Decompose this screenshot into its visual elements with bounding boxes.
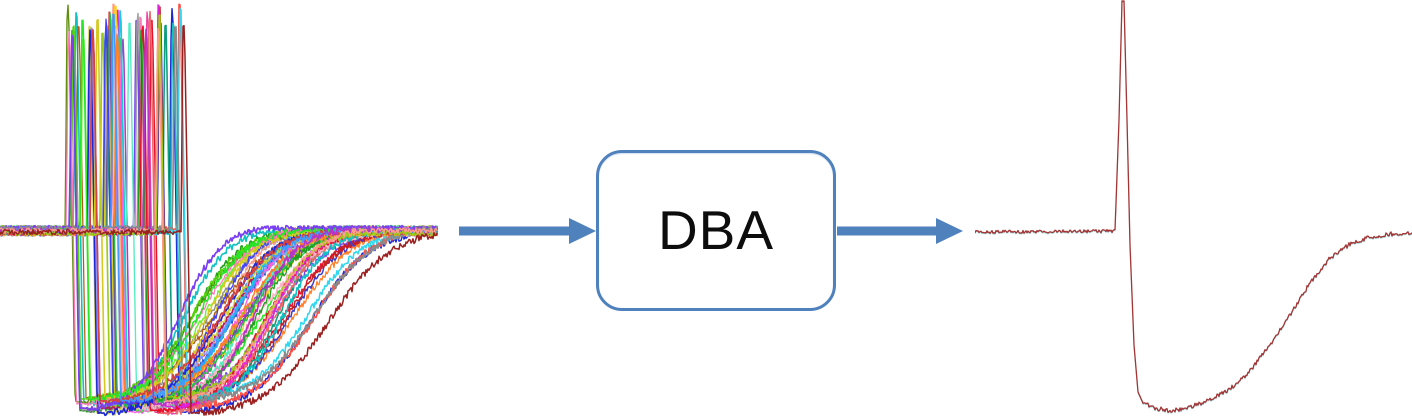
input-signals-plot [0, 3, 438, 417]
dba-box-label: DBA [657, 199, 775, 261]
arrow-right-icon-input-to-dba [459, 218, 596, 244]
averaged-signal-plot [975, 0, 1412, 414]
dba-process-box: DBA [596, 150, 836, 311]
arrow-right-icon-dba-to-output [837, 218, 963, 244]
